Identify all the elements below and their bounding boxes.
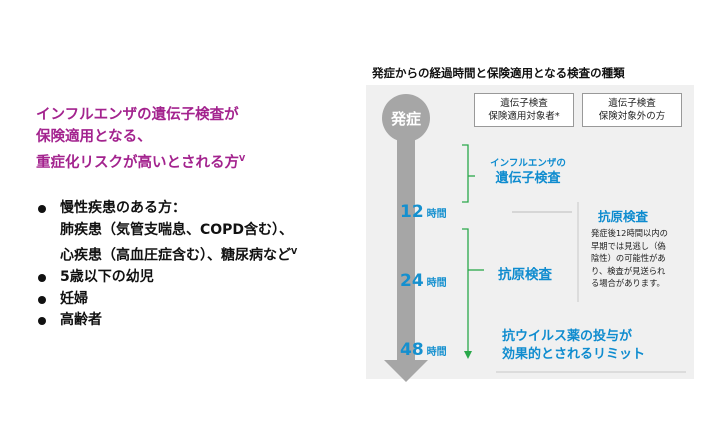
header-not-covered-line-1: 遺伝子検査 xyxy=(608,98,656,109)
list-item: 高齢者 xyxy=(38,310,358,332)
chronic-disease-line-2: 肺疾患（気管支喘息、COPD含む）、 xyxy=(60,221,294,238)
left-heading-sup: V xyxy=(239,154,246,163)
antigen-test-covered-label: 抗原検査 xyxy=(498,267,552,283)
list-item: 慢性疾患のある方： 肺疾患（気管支喘息、COPD含む）、 心疾患（高血圧症含む）… xyxy=(38,198,358,267)
antigen-note-line-4: り、検査が見送られ xyxy=(591,265,666,276)
green-arrow-head-icon xyxy=(464,351,472,359)
elderly-label: 高齢者 xyxy=(60,312,102,329)
chronic-disease-sup: V xyxy=(291,247,298,256)
antigen-note-line-5: る場合があります。 xyxy=(591,278,665,288)
gene-test-bracket xyxy=(462,144,469,203)
left-heading-line-3: 重症化リスクが高いとされる方V xyxy=(36,148,336,174)
header-not-covered: 遺伝子検査 保険対象外の方 xyxy=(582,93,682,127)
header-covered-line-1: 遺伝子検査 xyxy=(500,98,548,109)
antigen-note-line-1: 発症後12時間以内の xyxy=(591,228,668,238)
hour-number: 12 xyxy=(400,202,424,222)
hour-unit: 時間 xyxy=(426,278,447,289)
header-covered-line-2: 保険適用対象者* xyxy=(488,111,560,122)
bullet-icon xyxy=(38,205,46,213)
timeline-arrow-icon xyxy=(384,134,428,382)
antigen-bracket xyxy=(462,228,469,294)
antiviral-line-2: 効果的とされるリミット xyxy=(502,347,646,362)
hour-number: 24 xyxy=(400,271,424,291)
left-heading: インフルエンザの遺伝子検査が 保険適用となる、 重症化リスクが高いとされる方V xyxy=(36,104,336,174)
bullet-icon xyxy=(38,295,46,304)
left-heading-line-1: インフルエンザの遺伝子検査が xyxy=(36,107,239,123)
hour-unit: 時間 xyxy=(426,347,447,358)
chronic-disease-line-3: 心疾患（高血圧症含む）、糖尿病などV xyxy=(60,241,297,267)
left-heading-line-3-text: 重症化リスクが高いとされる方 xyxy=(36,154,239,171)
onset-circle-icon xyxy=(382,94,430,142)
gene-test-label: インフルエンザの 遺伝子検査 xyxy=(486,157,570,188)
antigen-note-line-2: 早期では見逃し（偽 xyxy=(591,240,666,251)
antigen-note: 発症後12時間以内の 早期では見逃し（偽 陰性）の可能性があ り、検査が見送られ… xyxy=(591,227,691,290)
pregnant-label: 妊婦 xyxy=(60,290,88,307)
antiviral-limit-label: 抗ウイルス薬の投与が 効果的とされるリミット xyxy=(502,328,645,364)
hour-unit: 時間 xyxy=(426,209,447,220)
antigen-note-line-3: 陰性）の可能性があ xyxy=(591,253,666,263)
panel-title: 発症からの経過時間と保険適用となる検査の種類 xyxy=(372,66,625,80)
header-covered: 遺伝子検査 保険適用対象者* xyxy=(474,93,574,127)
gene-test-line-1: インフルエンザの xyxy=(490,158,566,169)
list-item: 5歳以下の幼児 xyxy=(38,267,358,289)
chronic-disease-label: 慢性疾患のある方： xyxy=(60,200,186,216)
gene-test-line-2: 遺伝子検査 xyxy=(495,171,561,186)
left-heading-line-2: 保険適用となる、 xyxy=(36,129,152,145)
bullet-icon xyxy=(38,317,46,326)
antigen-test-uncovered-label: 抗原検査 xyxy=(598,209,649,224)
timeline-graphic: 発症 xyxy=(382,94,686,382)
bullet-icon xyxy=(38,274,46,283)
header-not-covered-line-2: 保険対象外の方 xyxy=(598,111,666,122)
chronic-disease-line-3-text: 心疾患（高血圧症含む）、糖尿病など xyxy=(60,247,291,264)
risk-group-list: 慢性疾患のある方： 肺疾患（気管支喘息、COPD含む）、 心疾患（高血圧症含む）… xyxy=(38,198,358,332)
list-item: 妊婦 xyxy=(38,289,358,311)
hour-number: 48 xyxy=(400,340,424,360)
onset-label: 発症 xyxy=(390,110,421,128)
antiviral-line-1: 抗ウイルス薬の投与が xyxy=(502,329,633,344)
infants-label: 5歳以下の幼児 xyxy=(60,269,154,286)
